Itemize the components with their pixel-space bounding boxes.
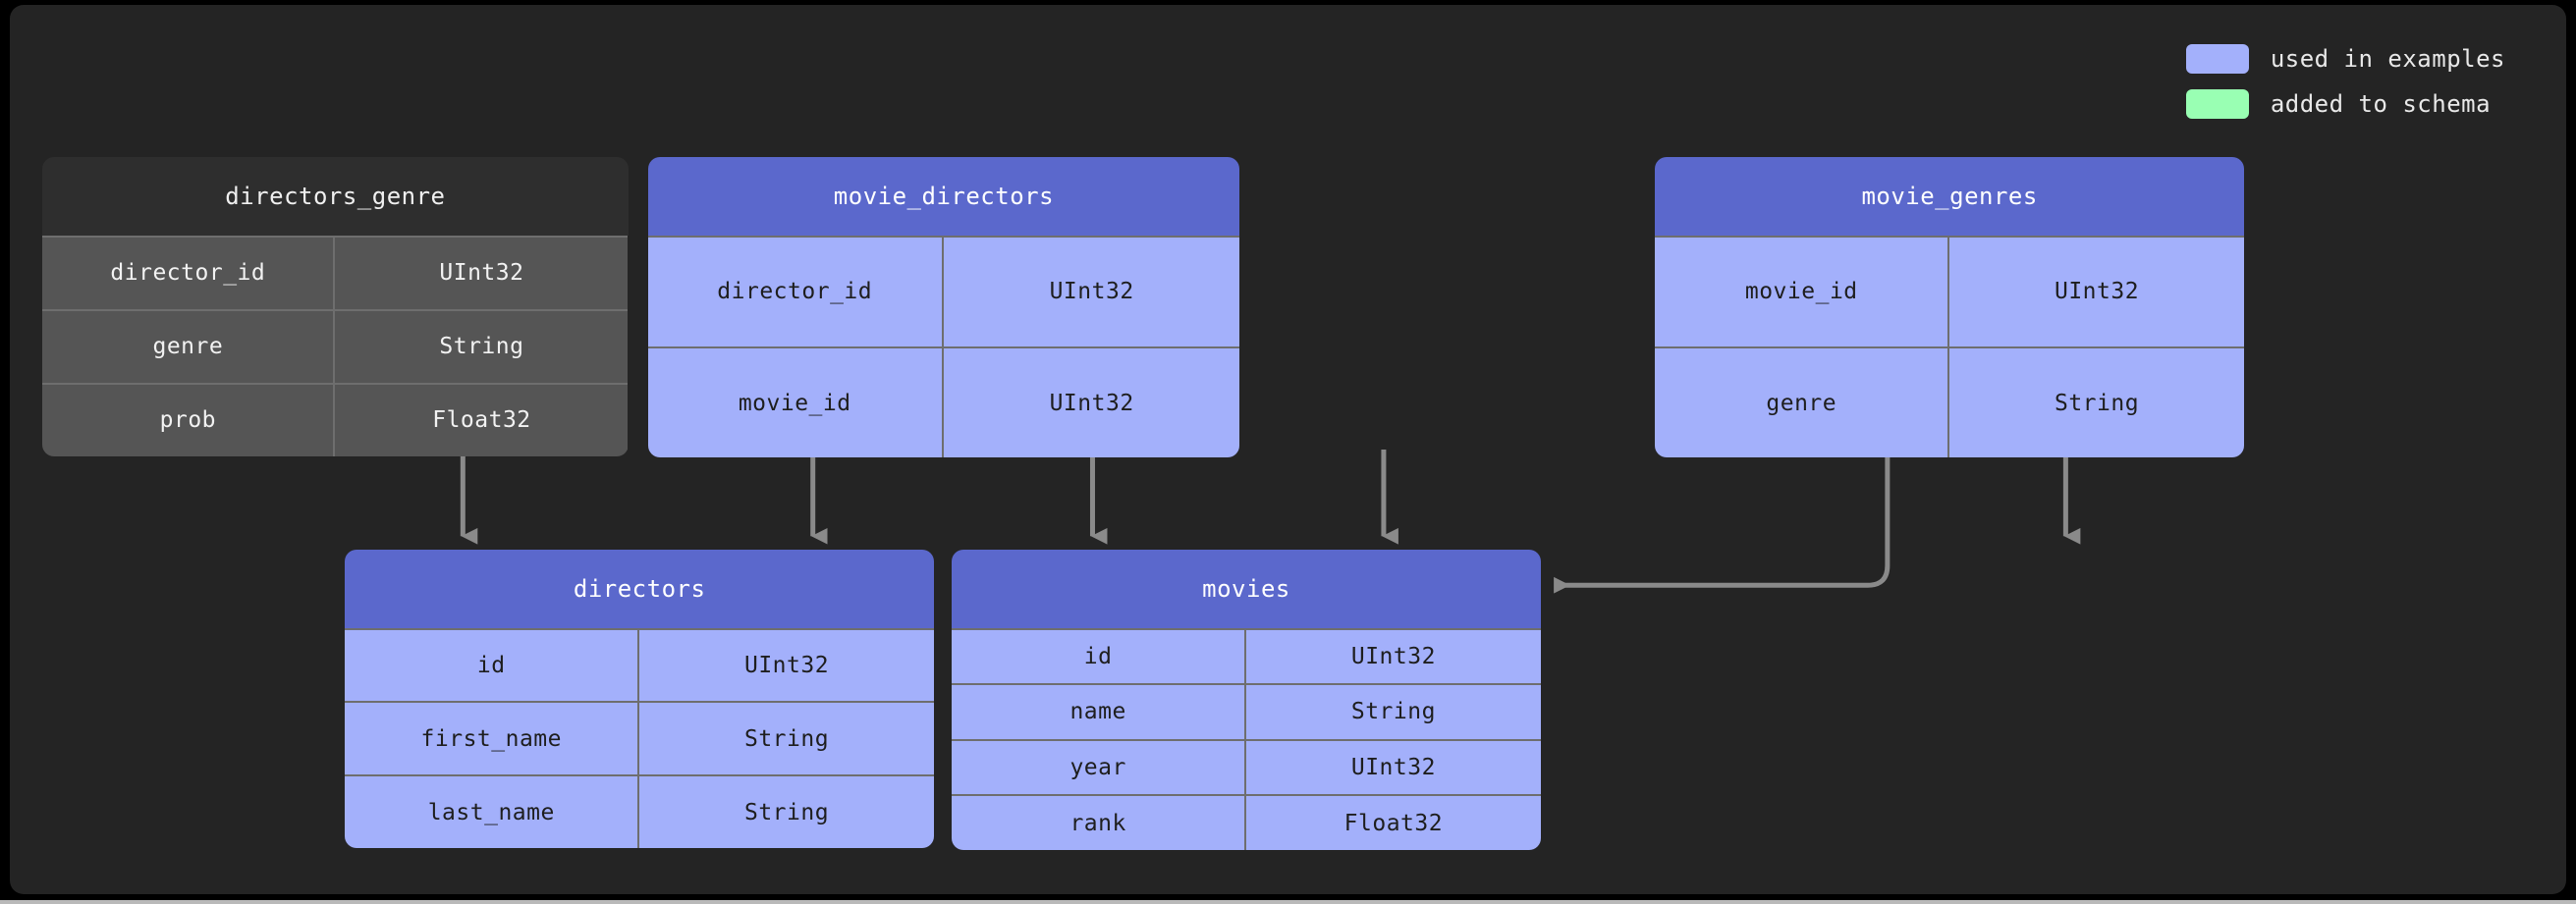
table-row: movie_id UInt32 [1655, 235, 2244, 347]
table-row: prob Float32 [42, 382, 629, 456]
bottom-edge-artifact [0, 900, 2576, 904]
column-name-cell: prob [42, 382, 336, 456]
column-name-cell: year [952, 738, 1247, 795]
table-row: rank Float32 [952, 794, 1541, 851]
table-header-directors: directors [345, 549, 934, 628]
column-name-cell: movie_id [647, 346, 944, 458]
table-row: director_id UInt32 [42, 235, 629, 309]
column-type-cell: String [1949, 346, 2244, 458]
table-row: last_name String [345, 774, 934, 849]
column-type-cell: Float32 [335, 382, 629, 456]
table-title: directors [573, 574, 706, 603]
table-directors[interactable]: directors id UInt32 first_name String la… [345, 549, 934, 849]
table-row: id UInt32 [952, 627, 1541, 684]
table-header-movie_genres: movie_genres [1655, 156, 2244, 236]
legend-item-used-in-examples: used in examples [2185, 44, 2505, 74]
table-title: movie_genres [1861, 182, 2038, 210]
column-name-cell: movie_id [1655, 235, 1950, 347]
legend-swatch-green [2185, 89, 2249, 119]
column-type-cell: UInt32 [335, 235, 629, 309]
table-row: year UInt32 [952, 738, 1541, 795]
column-type-cell: UInt32 [1246, 738, 1541, 795]
table-header-movie_directors: movie_directors [647, 156, 1240, 236]
table-title: directors_genre [225, 182, 446, 210]
table-row: movie_id UInt32 [647, 346, 1240, 458]
table-row: genre String [1655, 346, 2244, 458]
column-name-cell: first_name [345, 701, 640, 775]
diagram-canvas: used in examples added to schema [10, 5, 2566, 894]
column-name-cell: id [345, 627, 640, 702]
column-name-cell: genre [42, 308, 336, 383]
column-name-cell: rank [952, 794, 1247, 851]
column-name-cell: last_name [345, 774, 640, 849]
column-type-cell: UInt32 [639, 627, 934, 702]
column-type-cell: UInt32 [943, 346, 1240, 458]
column-name-cell: director_id [647, 235, 944, 347]
table-row: first_name String [345, 701, 934, 775]
table-movies[interactable]: movies id UInt32 name String year UInt32… [952, 549, 1541, 851]
table-row: name String [952, 683, 1541, 739]
table-movie_genres[interactable]: movie_genres movie_id UInt32 genre Strin… [1655, 156, 2244, 458]
column-type-cell: String [335, 308, 629, 383]
column-name-cell: genre [1655, 346, 1950, 458]
legend-item-added-to-schema: added to schema [2185, 89, 2505, 119]
column-type-cell: UInt32 [943, 235, 1240, 347]
table-directors_genre[interactable]: directors_genre director_id UInt32 genre… [42, 156, 629, 456]
table-row: genre String [42, 308, 629, 383]
column-name-cell: id [952, 627, 1247, 684]
legend-label-used-in-examples: used in examples [2270, 45, 2505, 73]
column-type-cell: UInt32 [1949, 235, 2244, 347]
column-type-cell: String [1246, 683, 1541, 739]
table-row: id UInt32 [345, 627, 934, 702]
table-title: movies [1202, 574, 1290, 603]
column-type-cell: String [639, 774, 934, 849]
column-name-cell: name [952, 683, 1247, 739]
table-title: movie_directors [833, 182, 1055, 210]
column-name-cell: director_id [42, 235, 336, 309]
column-type-cell: UInt32 [1246, 627, 1541, 684]
legend-label-added-to-schema: added to schema [2270, 90, 2492, 118]
legend: used in examples added to schema [2185, 44, 2505, 119]
table-header-movies: movies [952, 549, 1541, 628]
table-movie_directors[interactable]: movie_directors director_id UInt32 movie… [647, 156, 1240, 458]
column-type-cell: Float32 [1246, 794, 1541, 851]
table-header-directors_genre: directors_genre [42, 156, 629, 236]
column-type-cell: String [639, 701, 934, 775]
legend-swatch-blue [2185, 44, 2249, 74]
table-row: director_id UInt32 [647, 235, 1240, 347]
